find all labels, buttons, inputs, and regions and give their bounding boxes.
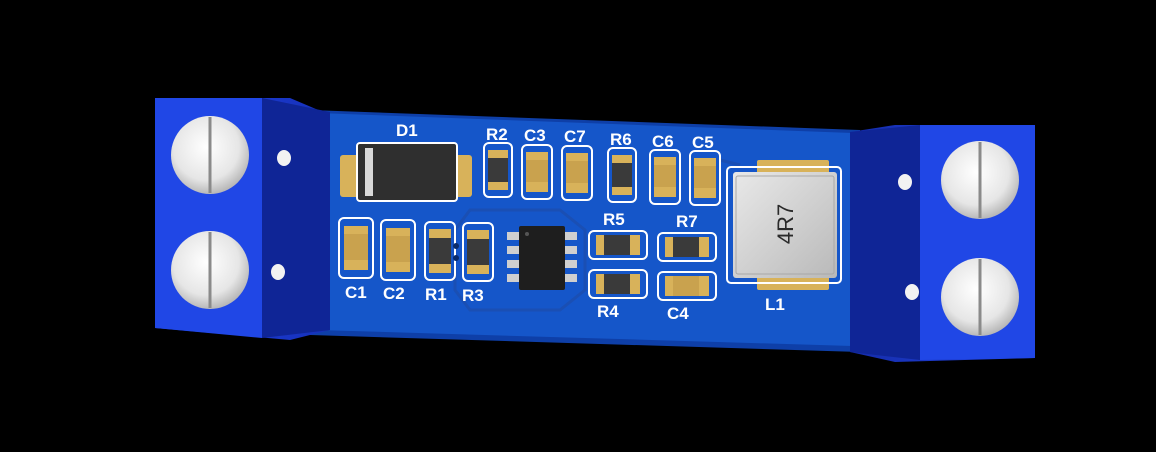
resistor-r6	[607, 147, 637, 203]
component-row-middle-right	[588, 230, 717, 301]
label-c5: C5	[692, 133, 714, 152]
resistor-r2	[483, 142, 513, 198]
label-r2: R2	[486, 125, 508, 144]
label-d1: D1	[396, 121, 418, 140]
label-r7: R7	[676, 212, 698, 231]
component-row-top	[483, 142, 721, 206]
diode-d1	[340, 142, 472, 202]
label-c4: C4	[667, 304, 689, 323]
resistor-r7	[657, 232, 717, 262]
wire-hole-right-bottom	[905, 284, 919, 300]
label-r3: R3	[462, 286, 484, 305]
capacitor-c2	[380, 219, 416, 281]
resistor-r3	[462, 222, 494, 282]
label-r6: R6	[610, 130, 632, 149]
terminal-block-right	[850, 125, 1035, 362]
capacitor-c4	[657, 271, 717, 301]
inductor-l1	[726, 160, 842, 290]
resistor-r4	[588, 269, 648, 299]
capacitor-c5	[689, 150, 721, 206]
label-r4: R4	[597, 302, 619, 321]
terminal-block-left	[155, 98, 330, 340]
via	[453, 255, 459, 261]
label-c6: C6	[652, 132, 674, 151]
capacitor-c1	[338, 217, 374, 279]
label-r1: R1	[425, 285, 447, 304]
inductor-marking: 4R7	[773, 204, 798, 244]
component-row-bottom-left	[338, 217, 494, 282]
wire-hole-left-bottom	[271, 264, 285, 280]
resistor-r1	[424, 221, 456, 281]
capacitor-c3	[521, 144, 553, 200]
resistor-r5	[588, 230, 648, 260]
capacitor-c7	[561, 145, 593, 201]
label-c1: C1	[345, 283, 367, 302]
wire-hole-left-top	[277, 150, 291, 166]
wire-hole-right-top	[898, 174, 912, 190]
label-l1: L1	[765, 295, 785, 314]
label-c2: C2	[383, 284, 405, 303]
ic-chip	[507, 226, 577, 290]
label-r5: R5	[603, 210, 625, 229]
label-c3: C3	[524, 126, 546, 145]
label-c7: C7	[564, 127, 586, 146]
capacitor-c6	[649, 149, 681, 205]
via	[453, 243, 459, 249]
